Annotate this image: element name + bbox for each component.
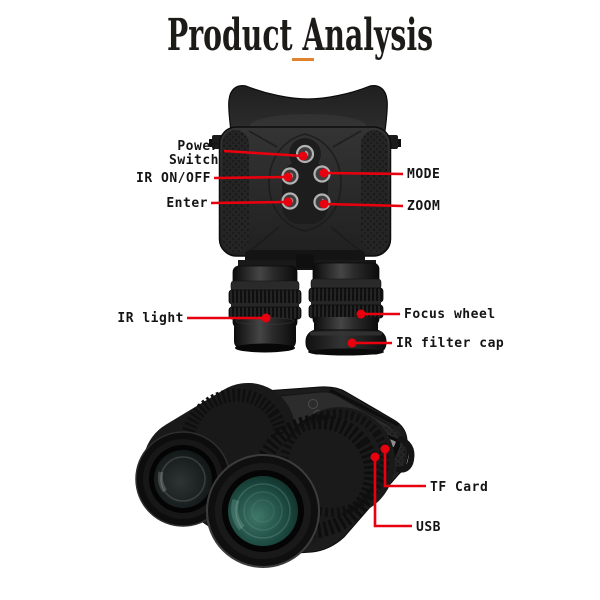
top-view-callouts: Power Switch IR ON/OFF Enter MODE ZOOM I… [117, 139, 504, 351]
callout-dot-mode [319, 168, 329, 178]
label-power-switch-line2: Switch [169, 153, 219, 168]
knurled-ring-right-2 [308, 304, 384, 319]
callout-line-tf-card [383, 449, 426, 488]
center-panel-crease [268, 133, 342, 232]
label-mode: MODE [407, 167, 440, 182]
knurled-ring-persp-right-1 [252, 414, 380, 538]
knurled-ring-left-1 [228, 289, 302, 305]
callout-dot-power-switch [298, 151, 308, 161]
label-power-switch-line1: Power [177, 139, 219, 154]
cap-bottom-rim [308, 348, 384, 356]
ring-gap-right [311, 301, 381, 306]
grip-panel-left [222, 130, 249, 253]
label-ir-on-off: IR ON/OFF [136, 171, 211, 186]
label-usb: USB [416, 520, 441, 535]
label-enter: Enter [166, 196, 208, 211]
callout-line-power-switch [223, 149, 304, 158]
callout-dot-usb [370, 452, 380, 462]
knurled-ring-right-1 [308, 287, 384, 303]
label-tf-card: TF Card [430, 480, 488, 495]
top-view-device [209, 85, 401, 356]
callout-dot-ir-filter-cap [347, 338, 357, 348]
objective-barrel-right [206, 407, 395, 568]
barrel-left-lower [234, 318, 296, 350]
callout-line-enter [210, 200, 289, 205]
callout-dot-focus-wheel [356, 309, 366, 319]
strap-lug-perspective [395, 435, 415, 473]
perspective-view-callouts: TF Card USB [370, 444, 488, 535]
page-title: Product Analysis [167, 10, 433, 61]
callout-dot-enter [283, 197, 293, 207]
rear-hood-edge [329, 388, 399, 427]
barrel-left-bottom-rim [235, 343, 295, 353]
lens-glass-left [154, 450, 212, 508]
label-ir-filter-cap: IR filter cap [396, 336, 504, 351]
body-crease-lines [248, 130, 362, 253]
focus-ring-plain-right [310, 278, 382, 290]
barrel-left-top-view [228, 265, 302, 353]
callout-line-usb [373, 457, 412, 528]
focus-ring-plain-left [230, 280, 300, 292]
callout-dot-zoom [319, 199, 329, 209]
callout-line-ir-on-off [213, 175, 289, 180]
barrel-right-top-view [305, 262, 387, 356]
label-focus-wheel: Focus wheel [404, 307, 496, 322]
callout-line-mode [323, 171, 404, 176]
label-zoom: ZOOM [407, 199, 440, 214]
label-ir-light: IR light [117, 311, 184, 326]
perspective-view-device [135, 383, 415, 568]
title-underline-accent [292, 58, 314, 61]
callout-line-zoom [323, 202, 404, 208]
hinge-knob [296, 254, 314, 268]
grip-panel-right [361, 130, 388, 253]
callout-dot-tf-card [380, 444, 390, 454]
ring-gap-left [231, 303, 299, 308]
objective-barrel-left [135, 383, 295, 527]
callout-dot-ir-on-off [283, 172, 293, 182]
lens-glass-right [228, 476, 298, 546]
callout-dot-ir-light [261, 313, 271, 323]
